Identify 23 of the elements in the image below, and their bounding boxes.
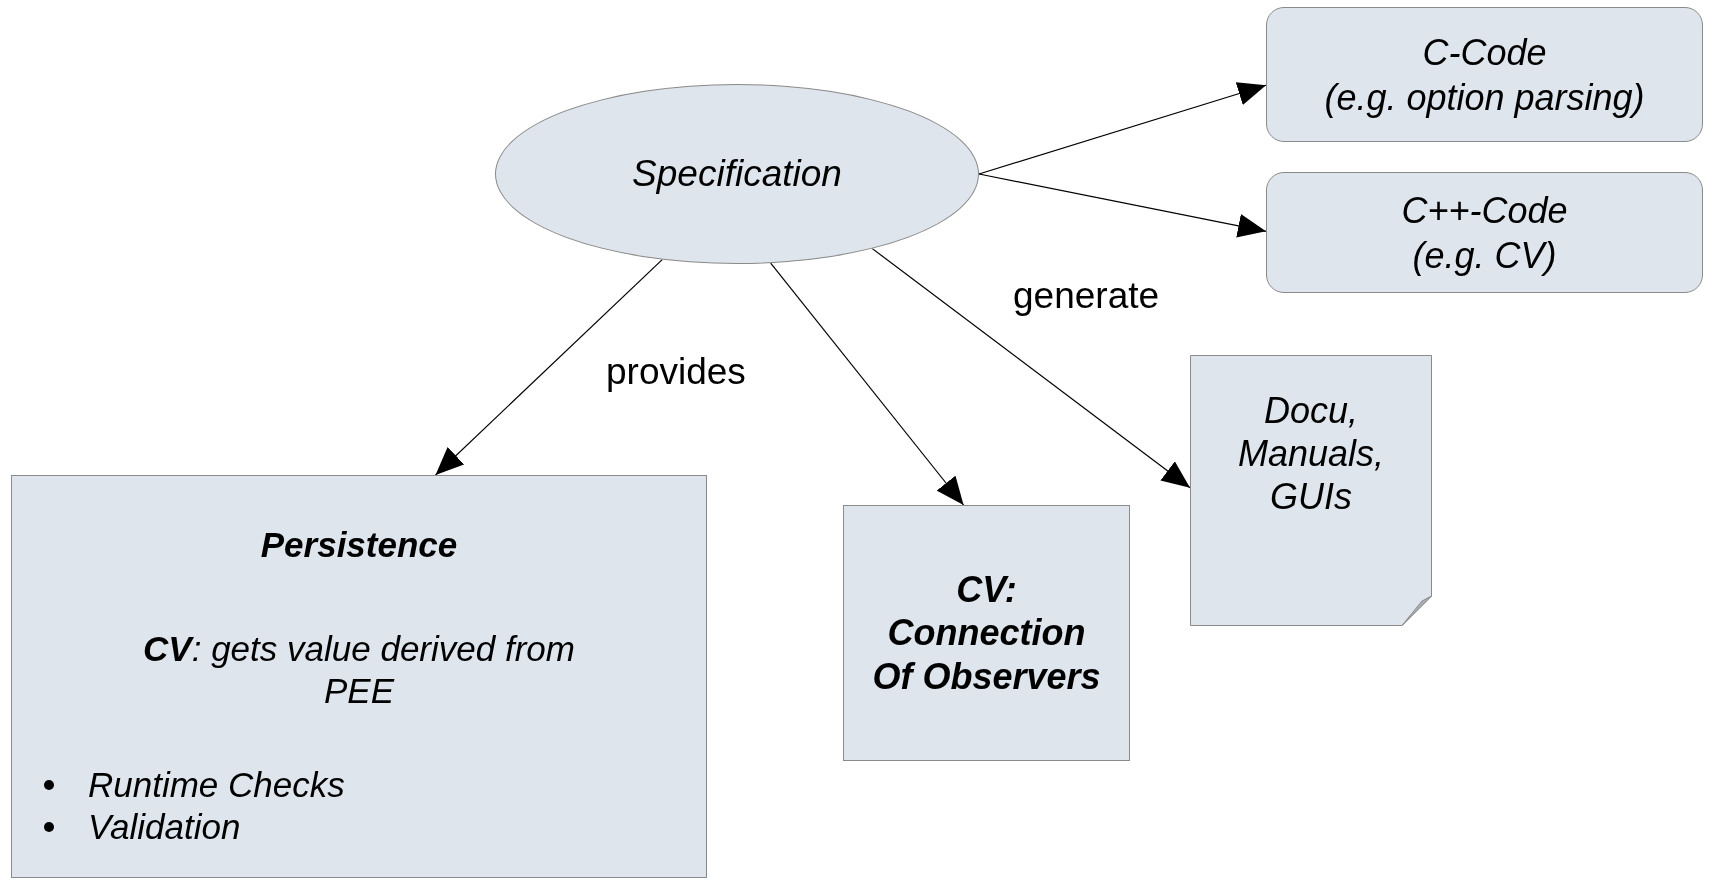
arrow [770, 262, 965, 506]
annotation-label: generate [1013, 274, 1160, 318]
annotation-label: provides [606, 350, 746, 394]
arrow [978, 173, 1267, 238]
node-label: Docu, Manuals, GUIs [1236, 389, 1386, 519]
node-label: CV: Connection Of Observers [871, 568, 1102, 698]
list-item: Runtime Checks [88, 764, 345, 806]
node-label: Specification [632, 152, 842, 197]
document-shape [1190, 355, 1432, 626]
box-heading: Persistence [259, 524, 459, 566]
output-box [1266, 7, 1703, 142]
box-text: CV: gets value derived from PEE [142, 628, 576, 712]
node-label: C-Code [1422, 30, 1547, 75]
arrow [978, 82, 1267, 175]
output-box [1266, 172, 1703, 293]
process-box [843, 505, 1130, 761]
arrow [871, 248, 1191, 489]
node-label: C++-Code [1401, 188, 1568, 233]
node-label: (e.g. option parsing) [1324, 75, 1645, 120]
arrow [434, 259, 663, 476]
info-box [11, 475, 707, 878]
list-item: Validation [88, 806, 241, 848]
node-label: (e.g. CV) [1412, 233, 1557, 278]
